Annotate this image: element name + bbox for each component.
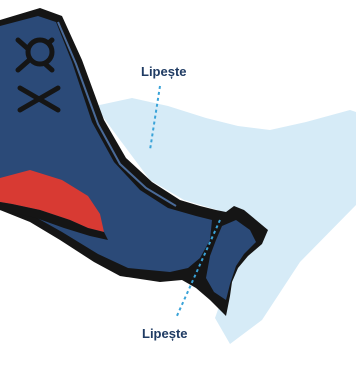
paste-label-top: Lipește	[141, 64, 187, 79]
paste-label-bottom: Lipește	[142, 326, 188, 341]
